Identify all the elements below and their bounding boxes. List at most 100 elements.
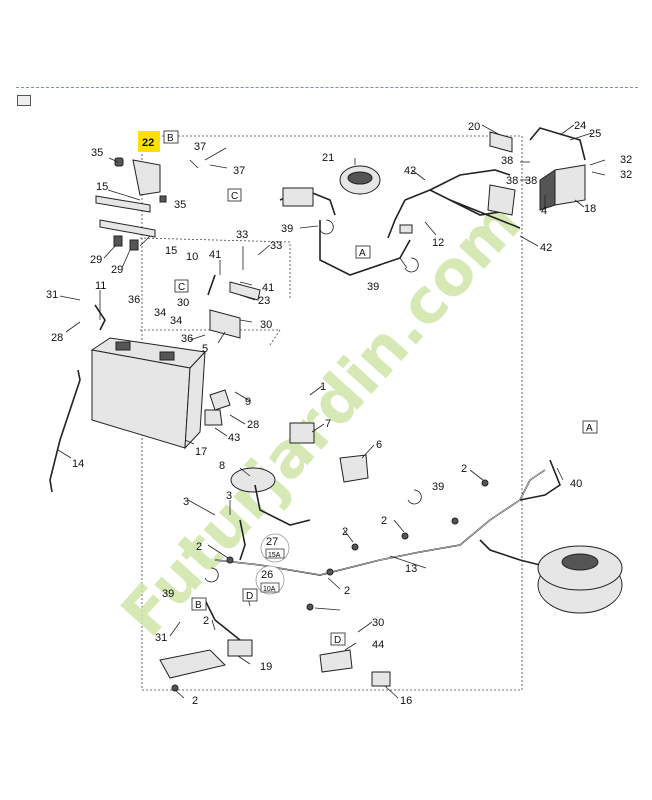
- callout-16: 16: [400, 695, 412, 707]
- highlight-box: [138, 131, 160, 152]
- harness-12: [279, 169, 521, 276]
- callout-29a: 29: [90, 254, 102, 266]
- callout-25: 25: [589, 128, 601, 140]
- callout-29b: 29: [111, 264, 123, 276]
- callout-6: 6: [376, 439, 382, 451]
- image-icon: [17, 95, 31, 106]
- fuse-group: 15A 10A: [255, 533, 290, 595]
- ring-39c: [404, 257, 419, 273]
- callout-2e: 2: [461, 463, 467, 475]
- ring-39a: [407, 489, 422, 505]
- fuse-27-rating: 15A: [268, 552, 281, 559]
- callout-36b: 36: [181, 333, 193, 345]
- callout-37b: 37: [233, 165, 245, 177]
- callout-38b: 38: [506, 175, 518, 187]
- ref-box-b1: B: [167, 133, 174, 144]
- callout-5: 5: [202, 343, 208, 355]
- callout-36a: 36: [128, 294, 140, 306]
- callout-39a: 39: [162, 588, 174, 600]
- callout-30a: 30: [260, 319, 272, 331]
- callout-30b: 30: [177, 297, 189, 309]
- ref-box-d1: D: [246, 591, 253, 602]
- callout-18: 18: [584, 203, 596, 215]
- callout-40: 40: [570, 478, 582, 490]
- callout-15a: 15: [96, 181, 108, 193]
- ring-39d: [319, 219, 334, 235]
- fuse-26-rating: 10A: [263, 586, 276, 593]
- callout-39d: 39: [281, 223, 293, 235]
- section-divider: [16, 87, 638, 88]
- callout-33b: 33: [270, 240, 282, 252]
- assembly-frame: [141, 135, 523, 691]
- callouts: 35 35 37 37 15 15 29 29 33 33 10 41 41 2…: [46, 120, 632, 707]
- ref-box-b2: B: [195, 600, 202, 611]
- harness-13: [204, 459, 561, 641]
- callout-32b: 32: [620, 169, 632, 181]
- bracket-24: [529, 127, 586, 161]
- callout-41b: 41: [262, 282, 274, 294]
- buzzer-21: [339, 165, 381, 195]
- callout-35a: 35: [91, 147, 103, 159]
- callout-26: 26: [261, 569, 273, 581]
- regulator-18: [539, 164, 586, 211]
- relay-cluster: [94, 274, 261, 339]
- callout-23: 23: [258, 295, 270, 307]
- callout-30c: 30: [372, 617, 384, 629]
- callout-2c: 2: [342, 526, 348, 538]
- ring-39b: [204, 567, 219, 583]
- callout-22[interactable]: 22: [142, 137, 154, 149]
- callout-15b: 15: [165, 245, 177, 257]
- battery-part: [90, 337, 207, 450]
- callout-13: 13: [405, 563, 417, 575]
- callout-38c: 38: [525, 175, 537, 187]
- callout-28b: 28: [247, 419, 259, 431]
- callout-33a: 33: [236, 229, 248, 241]
- callout-3a: 3: [183, 496, 189, 508]
- callout-38a: 38: [501, 155, 513, 167]
- callout-10: 10: [186, 251, 198, 263]
- callout-31b: 31: [155, 632, 167, 644]
- pto-clutch: [537, 545, 623, 614]
- callout-2b: 2: [203, 615, 209, 627]
- ref-box-a1: A: [359, 248, 366, 259]
- ref-box-group: B C C A A B D D: [163, 130, 598, 646]
- callout-34a: 34: [154, 307, 166, 319]
- callout-2f: 2: [344, 585, 350, 597]
- callout-44: 44: [372, 639, 384, 651]
- callout-14: 14: [72, 458, 84, 470]
- bottom-parts: [159, 639, 391, 687]
- callout-17: 17: [195, 446, 207, 458]
- leader-lines: [57, 124, 606, 699]
- rod-14: [49, 369, 81, 493]
- callout-31a: 31: [46, 289, 58, 301]
- callout-34b: 34: [170, 315, 182, 327]
- callout-42a: 42: [404, 165, 416, 177]
- callout-7: 7: [325, 418, 331, 430]
- callout-8: 8: [219, 460, 225, 472]
- callout-19: 19: [260, 661, 272, 673]
- callout-2g: 2: [192, 695, 198, 707]
- callout-2d: 2: [381, 515, 387, 527]
- callout-11: 11: [95, 280, 106, 292]
- callout-9: 9: [245, 396, 251, 408]
- part-20: [489, 131, 513, 153]
- bracket-parts: [95, 157, 167, 251]
- callout-2a: 2: [196, 541, 202, 553]
- callout-20: 20: [468, 121, 480, 133]
- callout-21: 21: [322, 152, 334, 164]
- clip-parts: [171, 479, 489, 692]
- callout-3b: 3: [226, 490, 232, 502]
- ref-box-c2: C: [178, 282, 185, 293]
- callout-42b: 42: [540, 242, 552, 254]
- callout-43: 43: [228, 432, 240, 444]
- switch-parts: [204, 389, 369, 493]
- callout-28a: 28: [51, 332, 63, 344]
- callout-39c: 39: [367, 281, 379, 293]
- ref-box-a2: A: [586, 423, 593, 434]
- callout-37a: 37: [194, 141, 206, 153]
- callout-27: 27: [266, 536, 278, 548]
- callout-35b: 35: [174, 199, 186, 211]
- callout-4: 4: [541, 205, 547, 217]
- callout-1: 1: [320, 381, 326, 393]
